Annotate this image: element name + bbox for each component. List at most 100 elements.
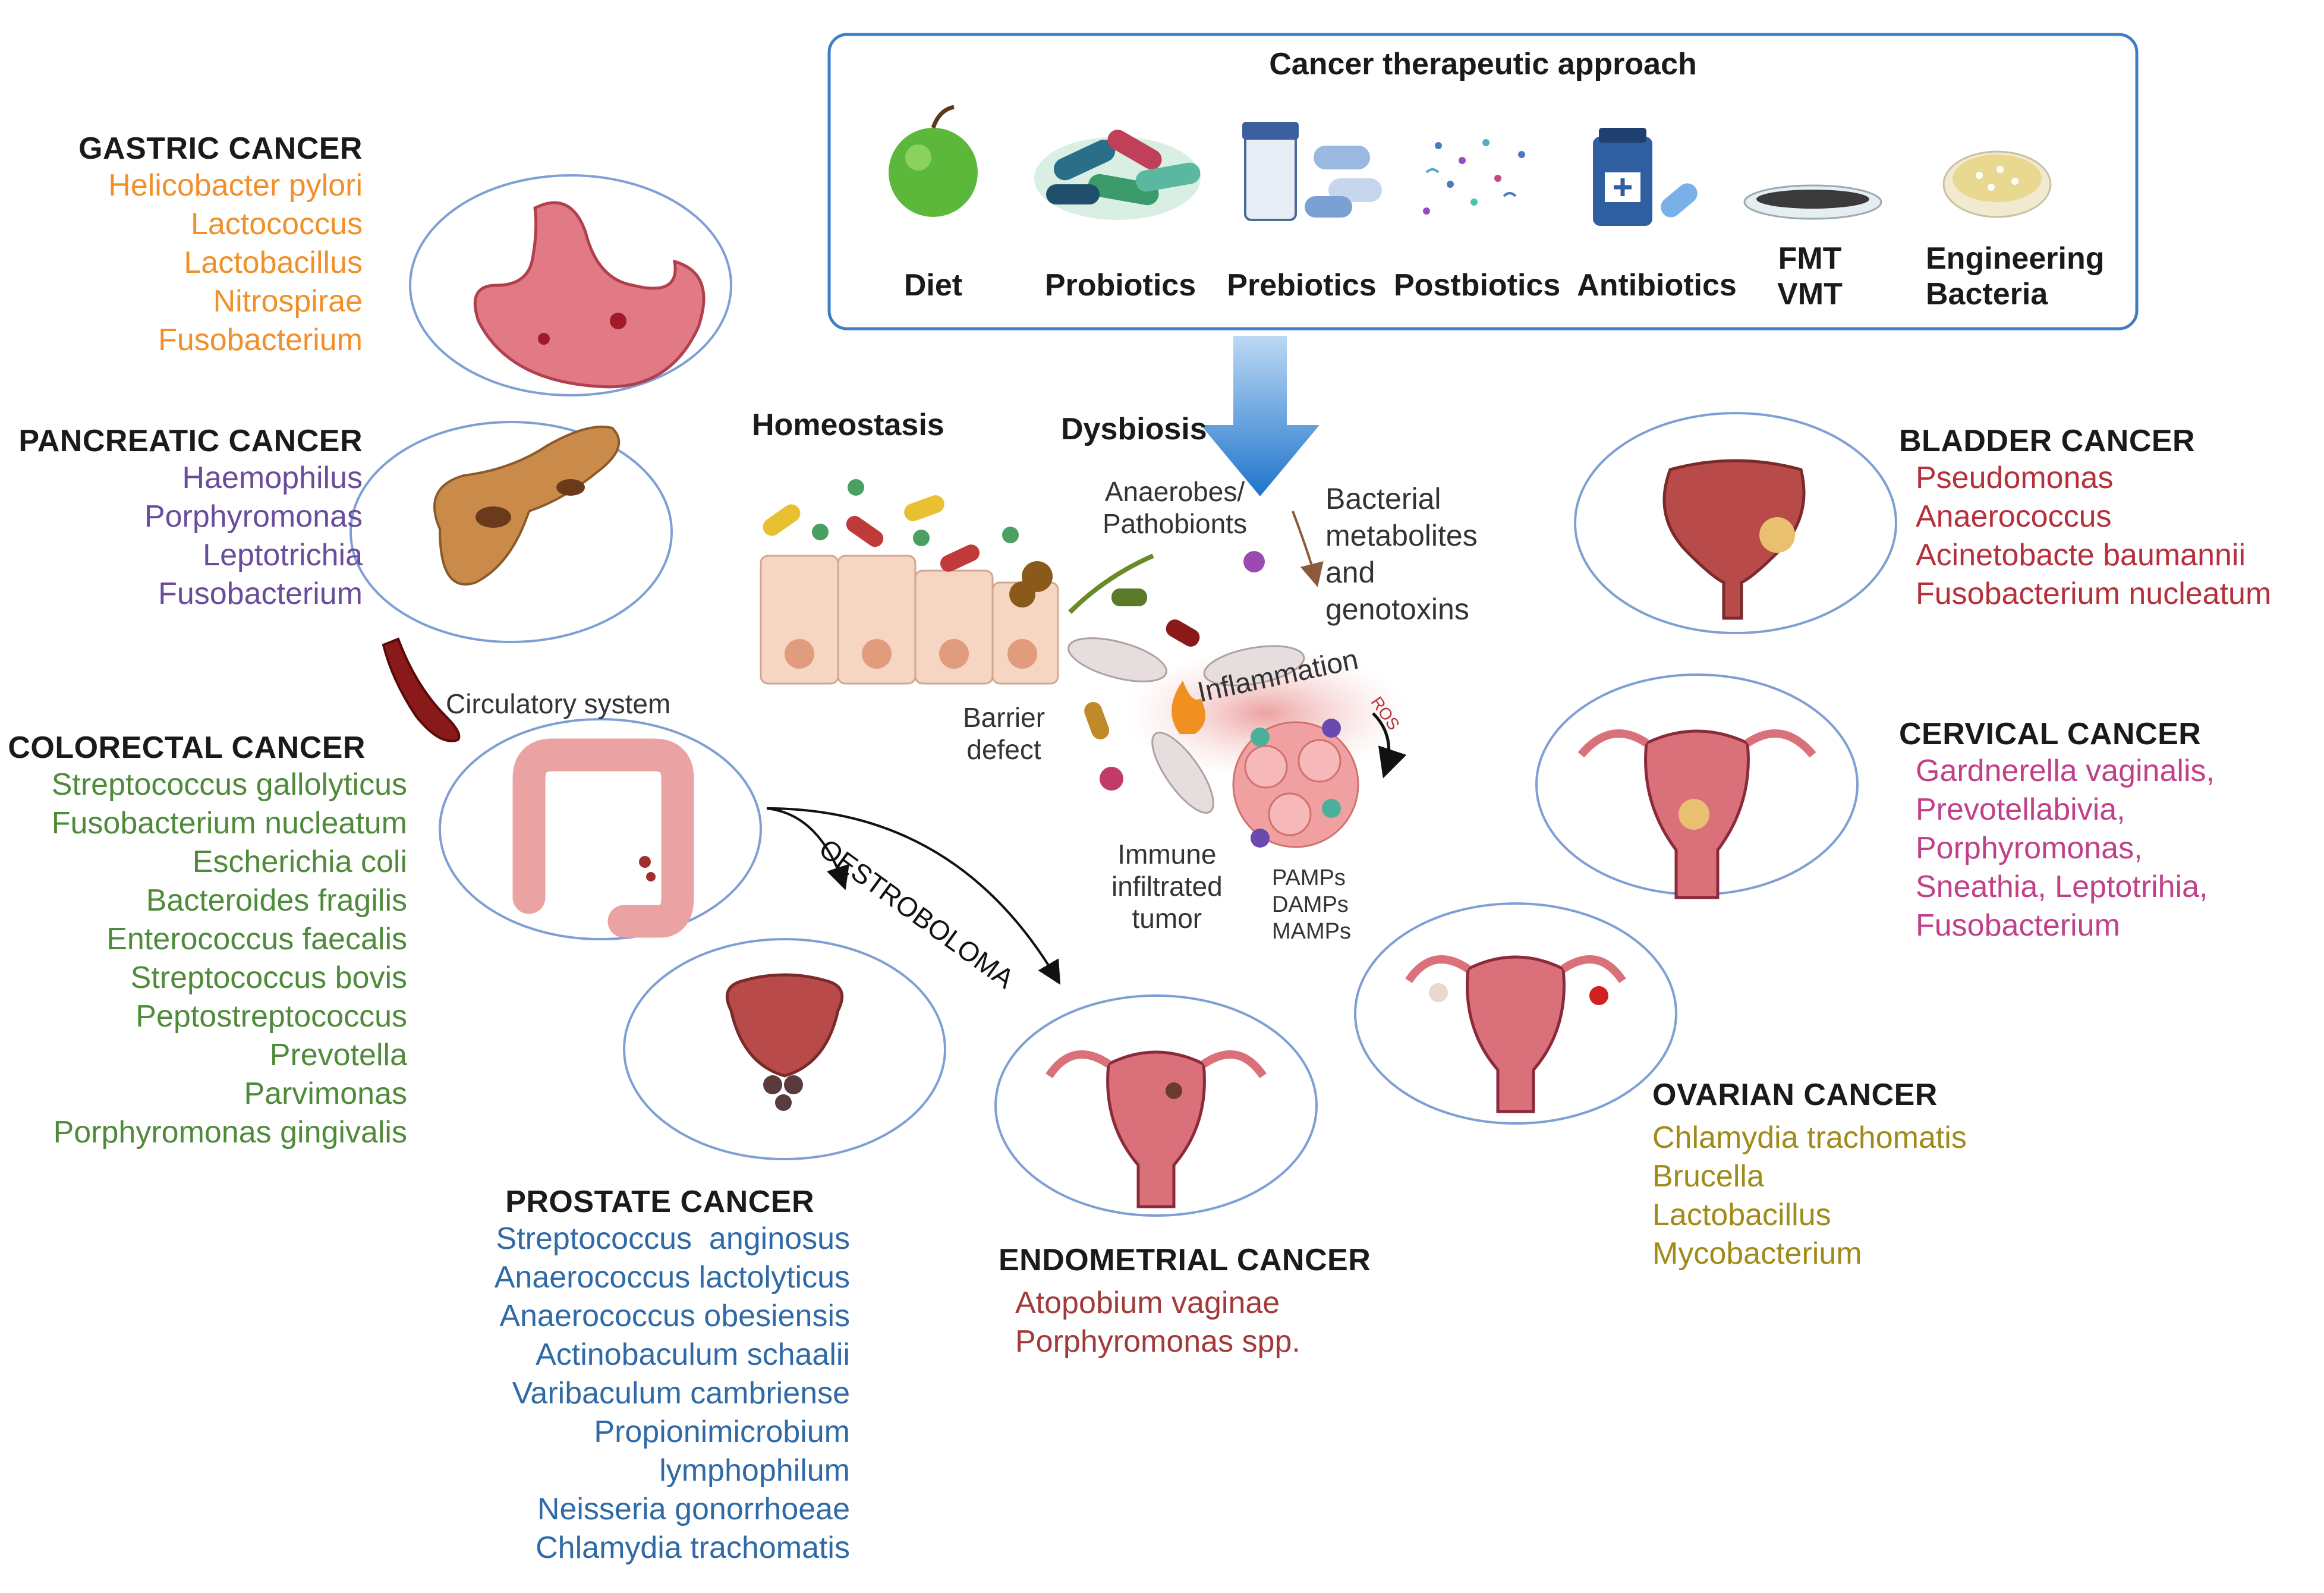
therapy-label-antibiotics: Antibiotics: [1577, 268, 1737, 303]
cervical-bacterium-item: Prevotellabivia,: [1916, 792, 2125, 827]
ovarian-uterus-icon: [1405, 955, 1626, 1113]
cervical-uterus-icon: [1577, 729, 1816, 899]
gastric-title: GASTRIC CANCER: [78, 131, 363, 166]
bladder-bacterium-item: Acinetobacte baumannii: [1916, 538, 2246, 572]
ovarian-title: OVARIAN CANCER: [1652, 1078, 1938, 1112]
dysbiosis-label: Dysbiosis: [1061, 412, 1207, 446]
bladder-icon: [1662, 459, 1806, 620]
ovarian-circle: [1354, 902, 1677, 1125]
pancreatic-circle: [349, 421, 673, 643]
bladder-circle: [1574, 412, 1897, 634]
postbiotics-icon: [1423, 139, 1525, 215]
patterns-label: PAMPs DAMPs MAMPs: [1272, 865, 1351, 945]
gastric-bacterium-item: Helicobacter pylori: [108, 168, 363, 203]
cervical-list: Gardnerella vaginalis, Prevotellabivia, Po…: [1916, 752, 2215, 945]
ovarian-bacterium-item: Mycobacterium: [1652, 1236, 1862, 1271]
therapy-label-diet: Diet: [903, 268, 963, 303]
prostate-icon: [725, 973, 844, 1111]
antibiotics-icon: [1593, 128, 1698, 226]
colorectal-bacterium-item: Streptococcus gallolyticus: [51, 767, 407, 802]
endometrial-bacterium-item: Atopobium vaginae: [1015, 1286, 1280, 1320]
metabolites-line-3: and: [1325, 556, 1375, 589]
petri-fmt-icon: [1743, 184, 1882, 220]
metabolites-line-4: genotoxins: [1325, 593, 1469, 626]
cervical-title: CERVICAL CANCER: [1899, 717, 2202, 751]
colorectal-bacterium-item: Escherichia coli: [192, 845, 407, 879]
therapy-label-engineering-bacteria: Engineering Bacteria: [1926, 241, 2104, 312]
prostate-bacterium-item: Chlamydia trachomatis: [536, 1531, 850, 1565]
gastric-bacterium-item: Lactococcus: [190, 207, 363, 241]
ovarian-bacterium-item: Chlamydia trachomatis: [1652, 1120, 1967, 1155]
pancreatic-title: PANCREATIC CANCER: [18, 424, 363, 458]
colorectal-title: COLORECTAL CANCER: [8, 731, 366, 765]
anaerobes-line-1: Anaerobes/: [1104, 476, 1245, 507]
immune-line-1: Immune: [1117, 839, 1217, 870]
prostate-bacterium-item: Neisseria gonorrhoeae: [537, 1492, 850, 1526]
colorectal-bacterium-item: Porphyromonas gingivalis: [53, 1115, 407, 1150]
colorectal-bacterium-item: Parvimonas: [244, 1076, 407, 1111]
damps-label: DAMPs: [1272, 892, 1349, 917]
metabolites-label: Bacterial metabolites and genotoxins: [1325, 480, 1478, 628]
mamps-label: MAMPs: [1272, 919, 1351, 944]
prostate-bacterium-item: Actinobaculum schaalii: [536, 1337, 850, 1372]
circulatory-label: Circulatory system: [446, 688, 671, 719]
therapy-label-bacteria: Bacteria: [1926, 277, 2048, 311]
blood-vessel-icon: [382, 637, 461, 742]
colorectal-block: COLORECTAL CANCER Streptococcus gallolyt…: [8, 730, 407, 1152]
endometrial-title: ENDOMETRIAL CANCER: [999, 1243, 1371, 1277]
gastric-bacterium-item: Fusobacterium: [158, 323, 363, 357]
homeostasis-label: Homeostasis: [752, 408, 944, 442]
colorectal-bacterium-item: Fusobacterium nucleatum: [51, 806, 407, 840]
barrier-defect-label: Barrier defect: [963, 701, 1045, 766]
gastric-bacterium-item: Lactobacillus: [184, 245, 363, 280]
cervical-block: CERVICAL CANCER Gardnerella vaginalis, Pr…: [1899, 716, 2215, 945]
ros-arrow: [1372, 712, 1407, 779]
metabolites-arrow: [1292, 511, 1324, 587]
therapy-label-fmt: FMT: [1778, 241, 1842, 276]
prostate-bacterium-item: Propionimicrobium: [594, 1415, 850, 1449]
therapy-label-prebiotics: Prebiotics: [1227, 268, 1377, 303]
probiotics-icon: [1034, 130, 1201, 220]
prostate-bacterium-item: Anaerococcus obesiensis: [499, 1299, 850, 1333]
therapy-label-postbiotics: Postbiotics: [1394, 268, 1561, 303]
cervical-bacterium-item: Porphyromonas,: [1916, 831, 2143, 865]
apple-icon: [889, 105, 978, 217]
bladder-bacterium-item: Anaerococcus: [1916, 499, 2112, 534]
prostate-bacterium-item: Streptococcus anginosus: [496, 1221, 850, 1256]
endometrial-uterus-icon: [1046, 1050, 1267, 1208]
barrier-line-1: Barrier: [963, 702, 1046, 733]
therapy-label-fmt-vmt: FMT VMT: [1753, 241, 1866, 312]
bladder-bacterium-item: Pseudomonas: [1916, 461, 2114, 495]
oestroboloma-arrow: [766, 807, 1061, 985]
prostate-title: PROSTATE CANCER: [505, 1185, 814, 1219]
colorectal-bacterium-item: Peptostreptococcus: [136, 999, 407, 1034]
bacteria-icons: [763, 479, 1265, 791]
fire-icon: [1172, 681, 1205, 734]
colorectal-bacterium-item: Prevotella: [269, 1038, 407, 1072]
cervical-bacterium-item: Fusobacterium: [1916, 908, 2120, 943]
therapy-label-engineering: Engineering: [1926, 241, 2105, 276]
pamps-label: PAMPs: [1272, 865, 1346, 890]
pancreatic-bacterium-item: Fusobacterium: [158, 577, 363, 611]
colorectal-bacterium-item: Streptococcus bovis: [130, 961, 407, 995]
stomach-icon: [473, 201, 706, 389]
anaerobes-label: Anaerobes/ Pathobionts: [1103, 476, 1247, 540]
ovarian-bacterium-item: Brucella: [1652, 1159, 1764, 1194]
epithelium-icon: [760, 555, 1059, 685]
barrier-line-2: defect: [966, 734, 1041, 765]
colorectal-bacterium-item: Enterococcus faecalis: [106, 922, 407, 956]
therapy-title: Cancer therapeutic approach: [1269, 47, 1697, 81]
therapy-label-vmt: VMT: [1777, 277, 1843, 311]
prostate-bacterium-item: lymphophilum: [659, 1453, 850, 1488]
endometrial-circle: [994, 994, 1318, 1217]
metabolites-line-1: Bacterial: [1325, 482, 1441, 515]
cervical-bacterium-item: Gardnerella vaginalis,: [1916, 754, 2215, 788]
therapy-frame: [827, 33, 2139, 330]
